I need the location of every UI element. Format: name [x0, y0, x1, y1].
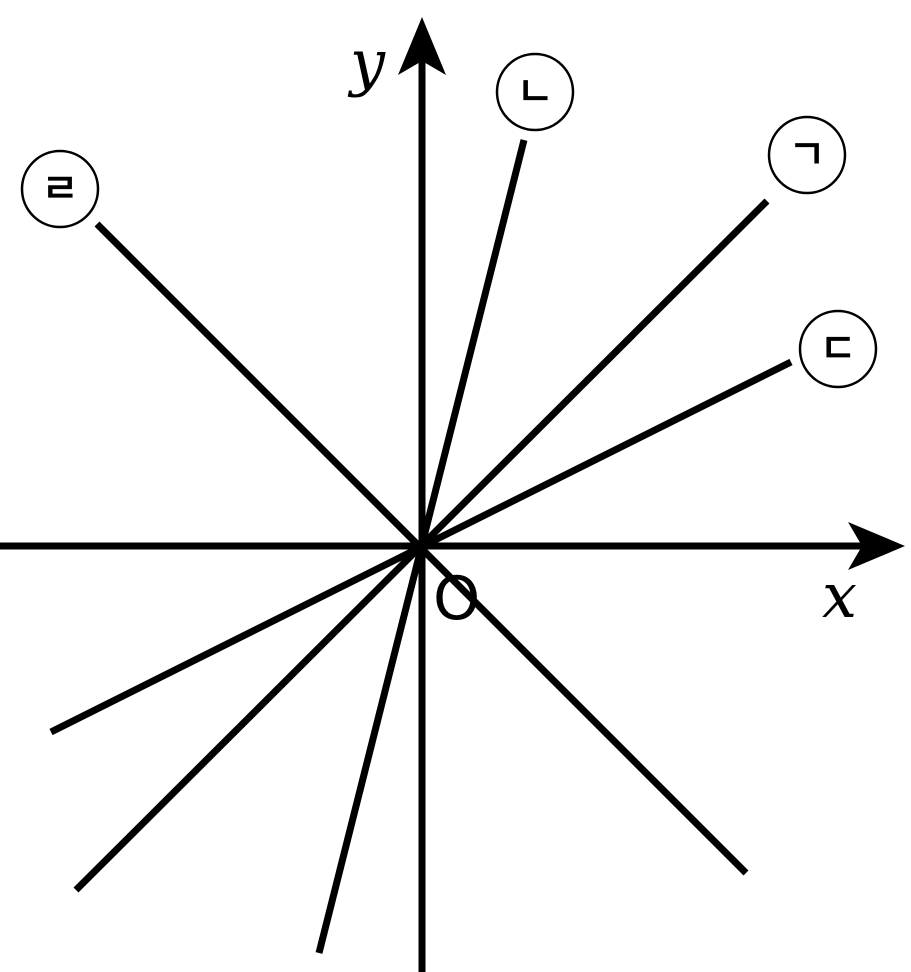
line-rieul — [94, 221, 749, 876]
origin-label: O — [433, 564, 480, 634]
x-axis-label: x — [822, 559, 857, 632]
marker-digeut: ㄷ — [798, 309, 878, 389]
marker-nieun: ㄴ — [495, 52, 575, 132]
marker-rieul-text: ㄹ — [42, 166, 79, 212]
y-axis-arrowhead — [398, 17, 446, 75]
marker-rieul: ㄹ — [20, 149, 100, 229]
marker-digeut-text: ㄷ — [820, 326, 857, 372]
x-axis-arrowhead — [848, 522, 905, 570]
y-axis-label: y — [347, 26, 386, 99]
marker-giyeok: ㄱ — [767, 115, 847, 195]
marker-nieun-text: ㄴ — [517, 69, 554, 115]
marker-giyeok-text: ㄱ — [789, 132, 826, 178]
